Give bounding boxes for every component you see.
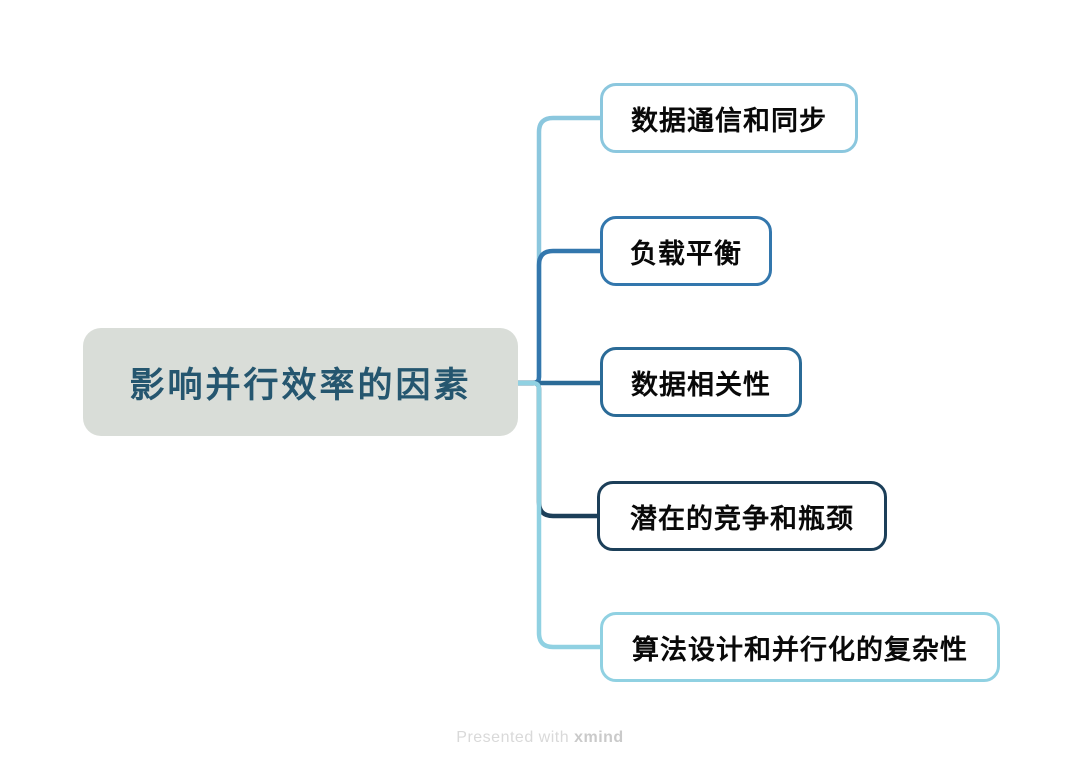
- topic-contention-bottlenecks[interactable]: 潜在的竞争和瓶颈: [597, 481, 887, 551]
- topic-label: 潜在的竞争和瓶颈: [630, 503, 854, 534]
- topic-label: 负载平衡: [630, 238, 742, 269]
- central-topic[interactable]: 影响并行效率的因素: [83, 328, 518, 436]
- connector-branch-4: [515, 380, 600, 519]
- watermark-prefix: Presented with: [456, 729, 570, 746]
- topic-label: 数据通信和同步: [631, 105, 827, 136]
- connector-branch-5: [515, 380, 603, 650]
- topic-label: 数据相关性: [631, 369, 771, 400]
- topic-data-dependency[interactable]: 数据相关性: [600, 347, 802, 417]
- topic-algorithm-complexity[interactable]: 算法设计和并行化的复杂性: [600, 612, 1000, 682]
- central-topic-label: 影响并行效率的因素: [129, 365, 472, 405]
- xmind-brand-label: xmind: [574, 729, 624, 746]
- topic-label: 算法设计和并行化的复杂性: [632, 634, 968, 665]
- topic-data-communication-sync[interactable]: 数据通信和同步: [600, 83, 858, 153]
- xmind-watermark: Presented with xmind: [0, 729, 1080, 747]
- connector-branch-2: [515, 248, 603, 386]
- topic-load-balancing[interactable]: 负载平衡: [600, 216, 772, 286]
